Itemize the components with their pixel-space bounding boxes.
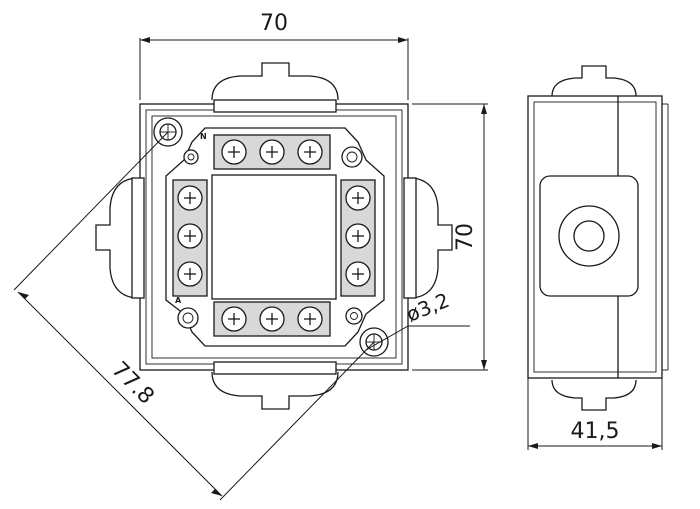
right-entry-frame (403, 177, 417, 299)
terminal-block-left (172, 179, 208, 297)
earth-screw-top-icon (183, 149, 199, 165)
terminal-block-right (340, 179, 376, 297)
side-gland-inner-icon (573, 220, 605, 252)
side-body (527, 95, 663, 379)
housing-rim (151, 115, 397, 359)
screw-bottom-left-icon (177, 307, 199, 329)
top-width-label: 70 (260, 11, 288, 36)
dimension-side-depth: 41,5 (527, 378, 663, 450)
front-view: N A (95, 62, 453, 410)
side-body-inner (533, 101, 657, 373)
left-entry-frame (131, 177, 145, 299)
diagonal-label: 77.8 (106, 357, 158, 409)
dimension-right-height: 70 (412, 103, 488, 371)
top-cable-entry (211, 62, 339, 101)
terminal-block-bottom (213, 301, 331, 337)
a-mark: A (175, 296, 182, 305)
screw-bottom-right-icon (345, 307, 363, 325)
side-bottom-knob (551, 379, 637, 411)
screw-top-right-icon (341, 146, 363, 168)
side-depth-label: 41,5 (571, 419, 620, 444)
bottom-entry-frame (213, 361, 337, 375)
terminal-block-top (213, 134, 331, 170)
neutral-mark: N (200, 132, 207, 141)
side-view (527, 65, 669, 411)
left-cable-entry (95, 177, 137, 299)
right-height-label: 70 (453, 223, 478, 251)
side-gland-outer-icon (558, 205, 620, 267)
bottom-cable-entry (211, 371, 339, 410)
side-entry-gland (539, 175, 639, 297)
side-top-knob (551, 65, 637, 97)
central-opening (211, 174, 337, 300)
dimension-top-width: 70 (139, 11, 409, 100)
right-cable-entry (411, 177, 453, 299)
top-entry-frame (213, 99, 337, 113)
